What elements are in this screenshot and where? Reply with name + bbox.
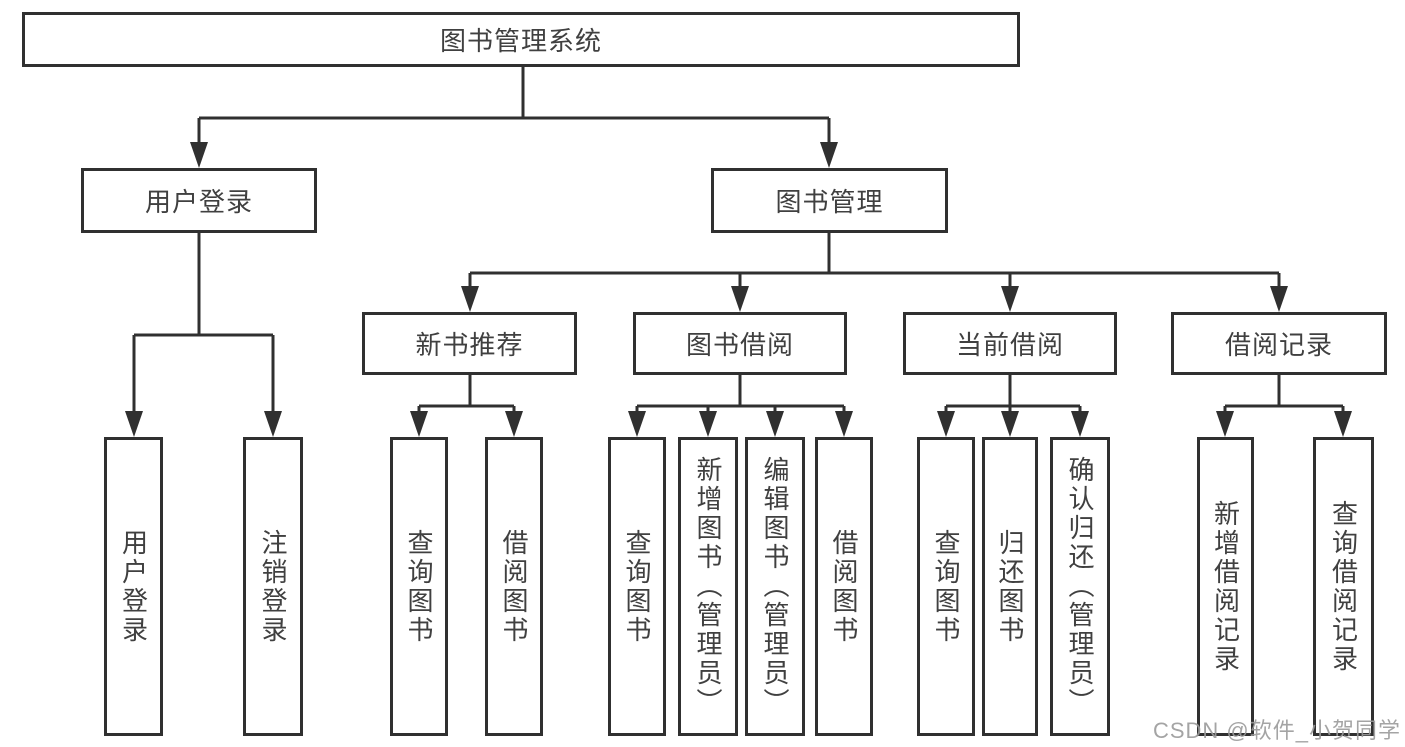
leaf-label: 查询图书 xyxy=(931,528,961,645)
leaf-user-login: 用户登录 xyxy=(104,437,163,736)
node-label: 借阅记录 xyxy=(1224,330,1333,360)
node-label: 新书推荐 xyxy=(415,330,524,360)
leaf-label: 归还图书 xyxy=(995,528,1025,645)
node-current-borrowing: 当前借阅 xyxy=(903,312,1117,375)
leaf-label: 新增借阅记录 xyxy=(1210,499,1241,674)
node-label: 用户登录 xyxy=(144,187,253,217)
leaf-return-books: 归还图书 xyxy=(982,437,1038,736)
leaf-label: 查询图书 xyxy=(404,528,434,645)
node-label: 当前借阅 xyxy=(955,330,1064,360)
node-label: 图书管理 xyxy=(775,187,884,217)
leaf-label: 查询图书 xyxy=(622,528,652,645)
leaf-label: 注销登录 xyxy=(258,528,288,645)
node-book-management: 图书管理 xyxy=(711,168,948,233)
leaf-query-books-borrowing: 查询图书 xyxy=(608,437,666,736)
node-book-borrowing: 图书借阅 xyxy=(633,312,847,375)
leaf-query-books-recommend: 查询图书 xyxy=(390,437,448,736)
leaf-borrow-books: 借阅图书 xyxy=(815,437,873,736)
node-new-book-recommendation: 新书推荐 xyxy=(362,312,577,375)
leaf-label: 借阅图书 xyxy=(829,528,859,645)
leaf-label: 借阅图书 xyxy=(499,528,529,645)
node-label: 图书管理系统 xyxy=(439,26,602,56)
leaf-borrow-books-recommend: 借阅图书 xyxy=(485,437,543,736)
leaf-confirm-return-admin: 确认归还（管理员） xyxy=(1050,437,1110,736)
watermark: CSDN @软件_小贺同学 xyxy=(1152,718,1401,743)
leaf-label: 用户登录 xyxy=(118,528,149,645)
leaf-label: 新增图书（管理员） xyxy=(693,456,723,717)
leaf-query-books-current: 查询图书 xyxy=(917,437,975,736)
leaf-add-book-admin: 新增图书（管理员） xyxy=(678,437,738,736)
node-borrowing-records: 借阅记录 xyxy=(1171,312,1387,375)
leaf-label: 编辑图书（管理员） xyxy=(760,456,790,717)
node-label: 图书借阅 xyxy=(685,330,794,360)
leaf-edit-book-admin: 编辑图书（管理员） xyxy=(745,437,805,736)
leaf-logout: 注销登录 xyxy=(243,437,303,736)
leaf-add-borrow-record: 新增借阅记录 xyxy=(1197,437,1254,736)
leaf-query-borrow-record: 查询借阅记录 xyxy=(1313,437,1374,736)
node-library-management-system: 图书管理系统 xyxy=(22,12,1020,67)
leaf-label: 确认归还（管理员） xyxy=(1065,456,1095,717)
leaf-label: 查询借阅记录 xyxy=(1328,499,1359,674)
arrowheads xyxy=(125,142,1352,437)
node-user-login: 用户登录 xyxy=(81,168,317,233)
